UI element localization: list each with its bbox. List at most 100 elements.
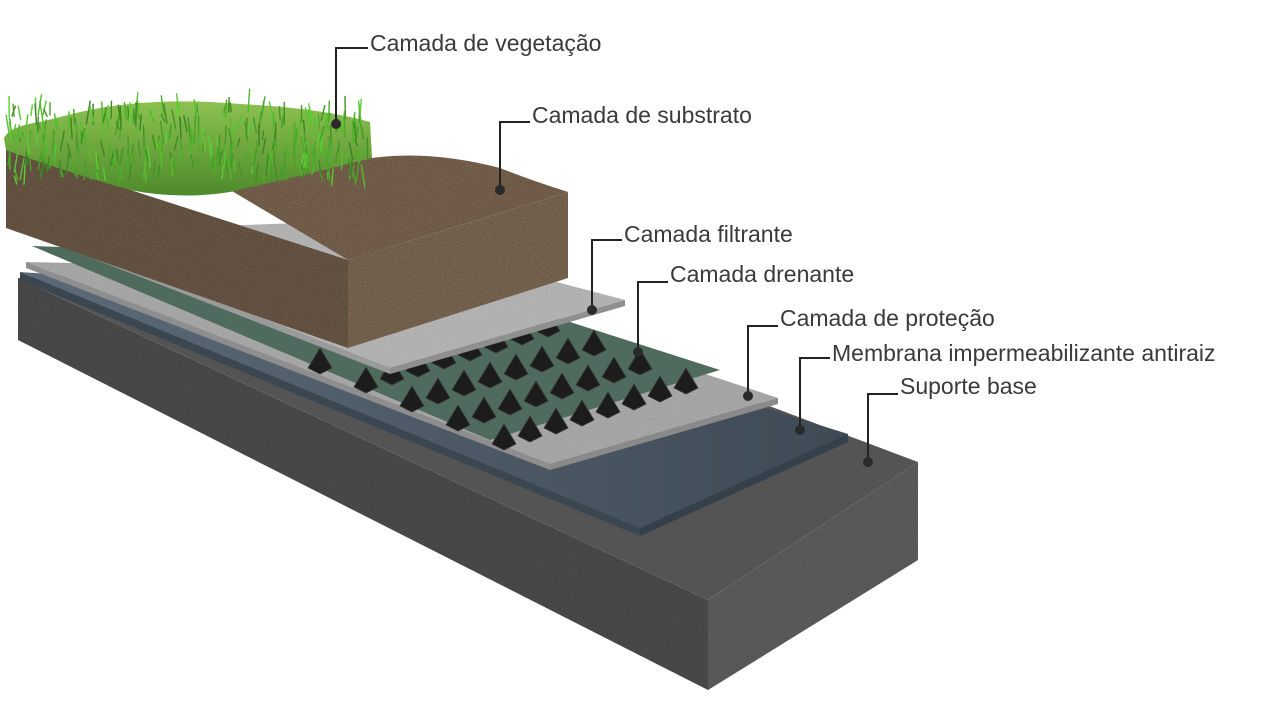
grass-blade [319,127,324,141]
grass-blade [223,144,227,168]
grass-blade [229,116,233,134]
grass-blade [311,164,316,176]
grass-blade [223,104,226,114]
grass-blade [147,144,151,169]
grass-blade [41,133,46,158]
grass-blade [231,139,235,152]
grass-blade [136,102,140,119]
grass-blade [53,113,58,131]
grass-blade [178,149,184,163]
grass-blade [288,147,293,167]
grass-blade [85,100,91,125]
grass-blade [27,134,30,156]
grass-blade [268,151,272,172]
grass-blade [265,153,269,177]
grass-blade [285,129,291,143]
grass-blade [348,142,354,161]
base-side-face [708,462,918,690]
grass-blade [144,149,150,163]
grass-blade [34,103,38,125]
grass-blade [183,115,188,133]
grass-blade [143,162,147,178]
grass-blade [115,121,120,130]
grass-blade [251,165,254,175]
grass-blade [280,169,285,183]
grass-blade [323,113,328,131]
grass-blade [132,107,136,121]
grass-blade [321,144,325,155]
grass-blade [238,162,243,176]
base-front-face [18,278,708,690]
leader-vegetacao [335,47,368,124]
grass-blade [101,101,104,124]
grass-blade [159,145,163,170]
grass-blade [65,152,70,175]
grass-blade [230,153,234,168]
grass-blade [269,163,273,181]
grass-blade [109,150,115,167]
grass-blade [298,164,303,177]
grass-blade [336,144,341,155]
grass-blade [308,109,311,119]
grass-blade [357,100,363,125]
grass-blade [75,120,78,137]
grass-blade [313,141,317,159]
drainage-dimple [517,415,543,443]
dot-substrato [495,185,505,195]
grass-blade [236,137,241,148]
drainage-dimple [353,366,379,394]
grass-blade [353,122,357,141]
grass-blade [130,143,135,154]
grass-blade [201,128,207,151]
grass-blade [23,162,26,185]
grass-blade [170,157,174,177]
grass-blade [193,99,198,118]
substrate-top [6,140,568,260]
grass-blade [278,106,281,121]
drainage-dimple [491,423,517,451]
grass-blade [44,162,49,172]
grass-blade [79,121,84,132]
grass-blade [329,124,333,144]
grass-blade [135,102,137,127]
leader-dots [331,119,873,467]
grass-blade [137,140,141,158]
grass-blade [196,157,201,172]
grass-blade [173,135,179,152]
dot-membrana [795,425,805,435]
leader-membrana [799,357,830,430]
grass-blade [242,152,247,168]
dot-filtrante [587,305,597,315]
grass-blade [302,154,308,168]
grass-blade [37,151,42,170]
dot-drenante [633,347,643,357]
drainage-dimple [477,361,503,389]
grass-blade [159,120,165,145]
grass-blade [127,158,130,170]
grass-blade [100,122,106,139]
grass-blade [292,128,297,144]
drainage-dimple [471,396,497,424]
grass-blade [312,116,316,139]
grass-blade [179,116,182,140]
grass-blade [208,156,213,168]
label-filtrante: Camada filtrante [624,221,793,247]
leader-substrato [499,121,530,190]
grass-blade [268,101,274,121]
drainage-dimple [543,407,569,435]
grass-blade [113,151,116,167]
grass-blade [210,141,213,155]
label-membrana: Membrana impermeabilizante antiraiz [832,340,1216,366]
label-substrato: Camada de substrato [532,102,752,128]
grass-blade [70,117,73,139]
grass-blade [41,116,47,140]
grass-blade [353,137,359,147]
grass-blade [11,105,17,117]
grass-blade [282,170,288,181]
grass-blade [67,111,70,132]
drainage-dimple [549,372,575,400]
grass-blade [352,120,354,144]
grass-blade [20,127,23,141]
grass-blade [213,147,219,171]
